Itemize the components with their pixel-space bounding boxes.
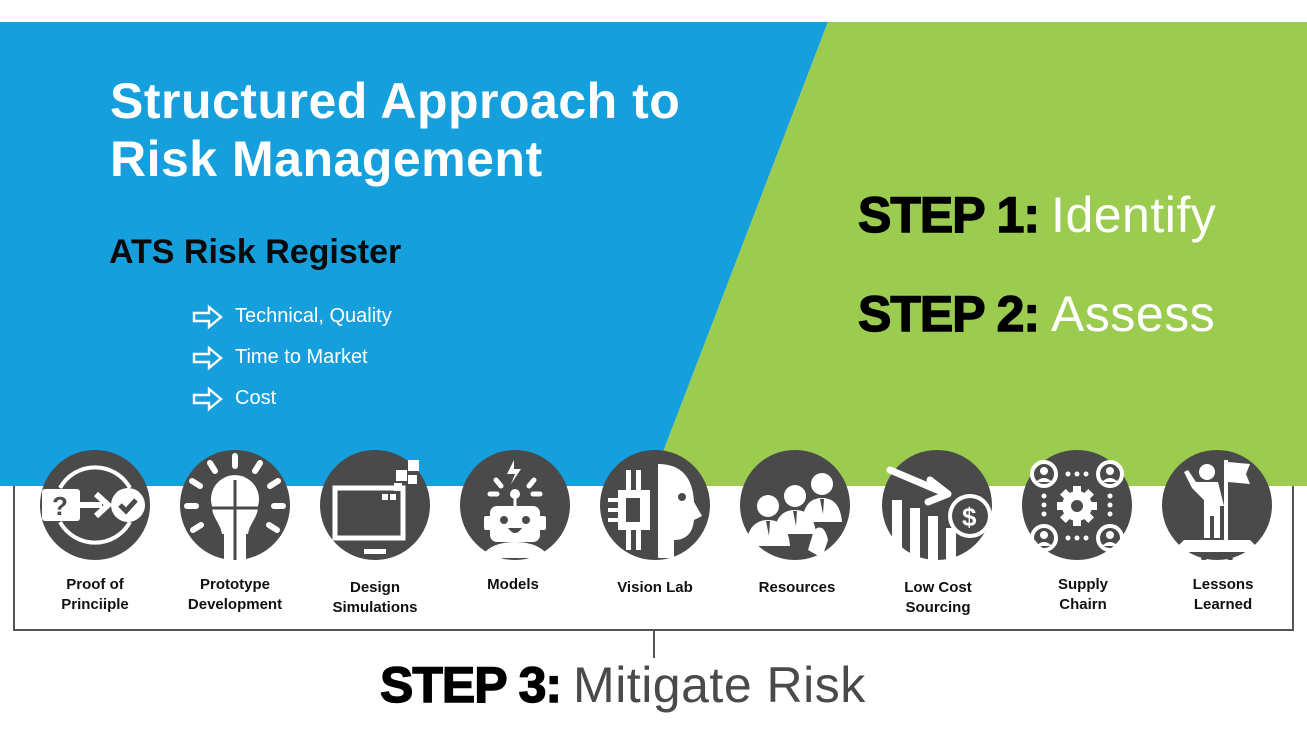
label-line-1: Design bbox=[349, 579, 400, 596]
network-gear-icon bbox=[1022, 450, 1132, 560]
cost-down-icon: $ bbox=[882, 450, 992, 560]
label-line-2: Learned bbox=[1193, 596, 1253, 613]
step-1: STEP 1:Identify bbox=[857, 187, 1217, 243]
proof-check-icon: ? bbox=[40, 450, 150, 560]
label-line-1: Prototype bbox=[199, 576, 270, 593]
blue-panel bbox=[0, 22, 828, 486]
label-line-1: Proof of bbox=[66, 576, 124, 593]
list-item-label: Cost bbox=[235, 387, 277, 409]
list-item: Technical, Quality bbox=[192, 296, 392, 337]
label-line-2: Simulations bbox=[332, 599, 418, 616]
label-line-1: Supply bbox=[1057, 576, 1108, 593]
green-panel bbox=[650, 22, 1307, 486]
arrow-right-icon bbox=[192, 303, 223, 330]
label-line-1: Resources bbox=[758, 579, 836, 596]
label-line-1: Lessons bbox=[1192, 576, 1254, 593]
label-line-2: Development bbox=[187, 596, 283, 613]
list-item-label: Technical, Quality bbox=[235, 305, 392, 327]
bracket-right bbox=[1292, 486, 1294, 630]
list-item: Cost bbox=[192, 378, 392, 419]
step-3-word: Mitigate Risk bbox=[573, 657, 866, 713]
mitigation-label-vision-lab: Vision Lab bbox=[585, 578, 725, 598]
label-line-2: Chairn bbox=[1059, 596, 1107, 613]
list-item: Time to Market bbox=[192, 337, 392, 378]
robot-icon bbox=[460, 450, 570, 560]
step-2: STEP 2:Assess bbox=[857, 286, 1216, 342]
bracket-left bbox=[13, 486, 15, 630]
bracket-tick bbox=[653, 630, 655, 658]
title-line-2: Risk Management bbox=[110, 131, 543, 187]
monitor-pixels-icon bbox=[320, 450, 430, 560]
page-title: Structured Approach to Risk Management bbox=[110, 72, 680, 188]
label-line-2: Princiiple bbox=[61, 596, 129, 613]
label-line-1: Low Cost bbox=[904, 579, 972, 596]
svg-text:$: $ bbox=[962, 502, 977, 532]
step-2-word: Assess bbox=[1051, 286, 1216, 342]
arrow-right-icon bbox=[192, 344, 223, 371]
puzzle-bulb-icon bbox=[180, 450, 290, 560]
step-2-label: STEP 2: bbox=[857, 286, 1040, 342]
risk-register-list: Technical, Quality Time to Market Cost bbox=[192, 296, 392, 419]
label-line-2: Sourcing bbox=[905, 599, 971, 616]
step-3: STEP 3:Mitigate Risk bbox=[379, 657, 866, 713]
ai-face-icon bbox=[600, 450, 710, 560]
step-3-label: STEP 3: bbox=[379, 657, 562, 713]
label-line-1: Vision Lab bbox=[617, 579, 693, 596]
label-line-1: Models bbox=[487, 576, 539, 593]
mitigation-label-proof-of-principle: Proof of Princiiple bbox=[25, 575, 165, 615]
flag-person-icon bbox=[1162, 450, 1272, 560]
people-icon bbox=[740, 450, 850, 560]
step-1-word: Identify bbox=[1051, 187, 1217, 243]
mitigation-label-resources: Resources bbox=[727, 578, 867, 598]
mitigation-label-models: Models bbox=[443, 575, 583, 595]
svg-text:?: ? bbox=[52, 491, 68, 521]
arrow-right-icon bbox=[192, 385, 223, 412]
step-1-label: STEP 1: bbox=[857, 187, 1040, 243]
title-line-1: Structured Approach to bbox=[110, 73, 681, 129]
list-item-label: Time to Market bbox=[235, 346, 368, 368]
risk-register-title: ATS Risk Register bbox=[109, 233, 402, 271]
